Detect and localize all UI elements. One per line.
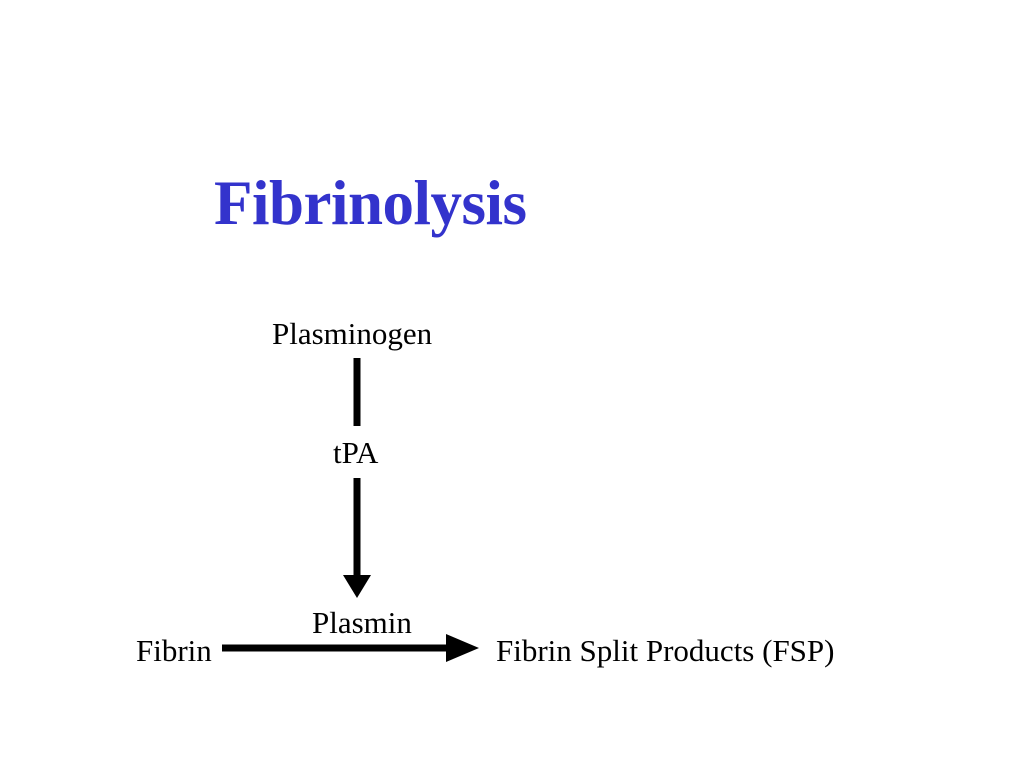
node-label-plasmin: Plasmin <box>312 605 412 640</box>
right-arrowhead-icon <box>446 634 479 662</box>
vertical-arrow-shaft-upper <box>353 358 361 426</box>
node-label-fibrin-split-products: Fibrin Split Products (FSP) <box>496 633 835 668</box>
node-label-plasminogen: Plasminogen <box>272 316 433 351</box>
plasminogen-to-plasmin-arrow <box>343 358 371 598</box>
horizontal-arrow-shaft <box>222 644 450 652</box>
node-label-tpa: tPA <box>333 435 379 470</box>
node-label-fibrin: Fibrin <box>136 633 212 668</box>
page-title: Fibrinolysis <box>214 168 527 238</box>
down-arrowhead-icon <box>343 575 371 598</box>
vertical-arrow-shaft-lower <box>353 478 361 580</box>
